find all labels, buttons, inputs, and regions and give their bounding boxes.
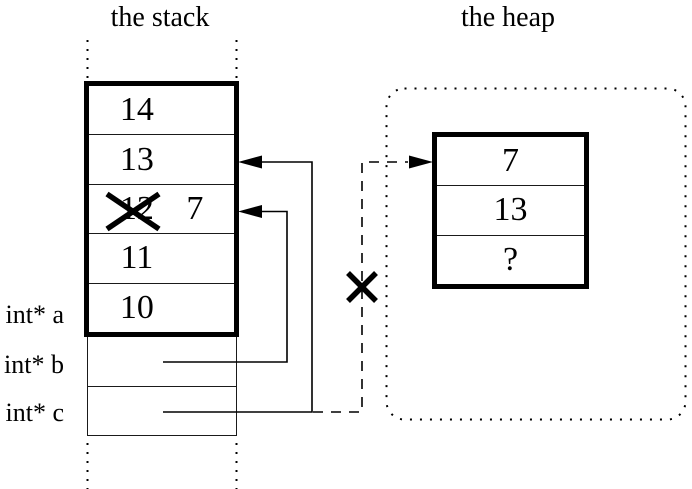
stack-cell-value: 10: [119, 288, 154, 326]
stack-cell: 11: [89, 233, 234, 282]
stack-cell-crossed: 12 7: [89, 183, 234, 233]
stack-cell-value: 13: [119, 140, 154, 178]
label-int-c: int* c: [5, 398, 65, 427]
heap-cell: 7: [437, 137, 584, 185]
stack-title: the stack: [110, 2, 210, 33]
heap-cell-value: 7: [502, 142, 519, 180]
heap-cell: ?: [437, 234, 584, 284]
pointer-slot-b: [88, 337, 236, 387]
stack-cell-value: 14: [119, 91, 154, 129]
b-pointer-arrowhead-icon: [238, 205, 262, 218]
heap-object-box: 7 13 ?: [432, 132, 589, 289]
stack-frame-box: 14 13 12 7 11 10: [84, 81, 239, 337]
stack-pointer-slots: [87, 337, 237, 436]
heap-cell: 13: [437, 185, 584, 234]
c-pointer-arrowhead-icon: [238, 155, 262, 169]
label-int-a: int* a: [5, 300, 65, 329]
stack-cell-value: 11: [120, 239, 154, 277]
dangling-pointer-dashed-line: [313, 161, 408, 413]
pointer-slot-c: [88, 387, 236, 436]
heap-cell-value: 13: [493, 191, 528, 229]
heap-pointer-arrowhead-icon: [409, 155, 433, 169]
stack-cell: 14: [89, 86, 234, 134]
replacement-value: 7: [186, 190, 204, 228]
label-int-b: int* b: [4, 350, 64, 379]
invalid-pointer-x-icon: [346, 271, 378, 303]
heap-title: the heap: [460, 2, 556, 33]
stack-cell: 13: [89, 134, 234, 183]
heap-cell-value: ?: [502, 240, 519, 278]
stack-cell: 10: [89, 282, 234, 332]
